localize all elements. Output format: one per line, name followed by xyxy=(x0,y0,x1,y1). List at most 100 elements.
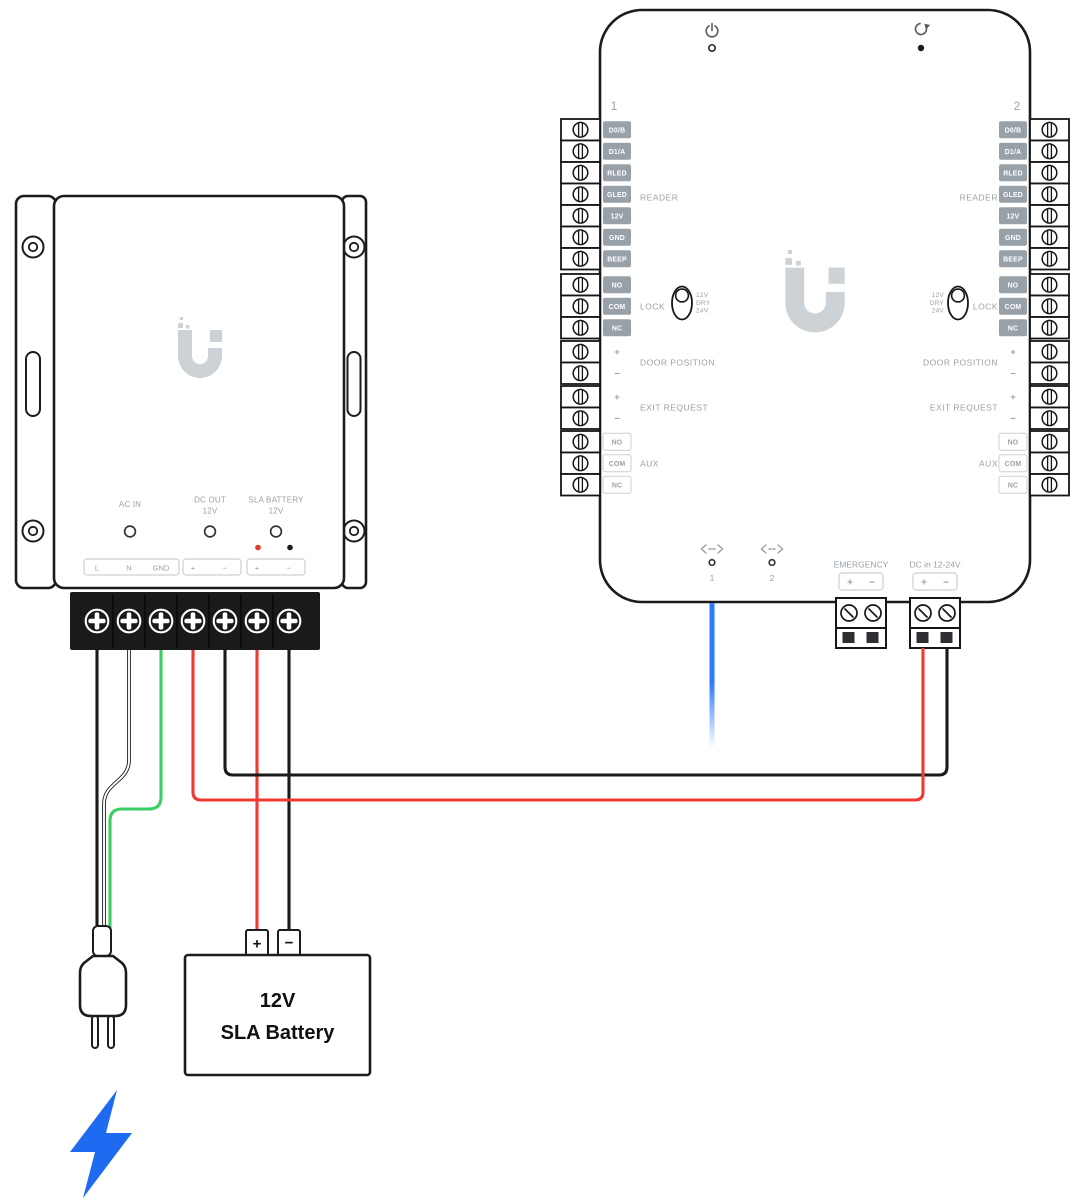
terminal-cell xyxy=(560,247,601,271)
pin-chip-label: GLED xyxy=(607,192,627,199)
terminal-label-dc-plus: + xyxy=(191,564,196,573)
emergency-polarity-box xyxy=(838,572,884,591)
plug-body xyxy=(78,954,128,1018)
pin-chip-label: NC xyxy=(612,483,622,490)
pin-chip-label: GND xyxy=(609,235,625,242)
pin-chip-label: NO xyxy=(612,440,623,447)
dc-in-label: DC in 12-24V xyxy=(909,560,960,570)
pin-chip-label: 12V xyxy=(1007,214,1020,221)
pin-chip-label: COM xyxy=(609,461,626,468)
screw-terminal xyxy=(276,608,302,634)
aux-label-left: AUX xyxy=(640,459,659,469)
battery-terminal-minus-label: − xyxy=(285,935,294,952)
bracket-screw xyxy=(342,519,366,543)
pin-chip-label: D1/A xyxy=(609,149,626,156)
lock-label-left: LOCK xyxy=(640,302,665,312)
dc-out-indicator-label: DC OUT xyxy=(194,496,226,505)
lock-voltage-toggle-left xyxy=(671,285,693,321)
terminal-cell xyxy=(560,451,601,475)
screw-terminal xyxy=(212,608,238,634)
terminal-cell xyxy=(560,340,601,364)
battery-positive-dot xyxy=(255,544,261,551)
pin-chip-label: NC xyxy=(1008,326,1018,333)
power-icon xyxy=(705,22,719,38)
terminal-cell xyxy=(1029,451,1070,475)
screw-terminal xyxy=(244,608,270,634)
psu-terminal-block xyxy=(70,592,320,650)
channel-1-number: 1 xyxy=(710,573,715,583)
emergency-terminal-block xyxy=(835,597,887,649)
ac-in-indicator-label: AC IN xyxy=(119,500,141,509)
port-1-label: 1 xyxy=(611,99,618,113)
screw-terminal xyxy=(84,608,110,634)
terminal-cell xyxy=(1029,340,1070,364)
pin-chip-label: NO xyxy=(1008,283,1019,290)
ac-terminal-legend-box xyxy=(83,558,180,576)
dc-in-minus: − xyxy=(943,578,949,589)
wire-ground xyxy=(108,650,163,930)
bracket-screw xyxy=(342,235,366,259)
psu-body xyxy=(52,194,346,590)
channel-1-led xyxy=(708,558,716,567)
lock-voltage-dry: DRY xyxy=(696,300,711,307)
lock-voltage-toggle-right xyxy=(947,285,969,321)
pin-minus: − xyxy=(614,414,620,425)
terminal-cell xyxy=(560,473,601,497)
pin-plus: + xyxy=(614,347,620,358)
lock-voltage-12v: 12V xyxy=(696,292,709,299)
pin-chip-label: 12V xyxy=(611,214,624,221)
terminal-cell xyxy=(1029,204,1070,228)
pin-chip-label: D1/A xyxy=(1005,149,1022,156)
reader-label-right: READER xyxy=(960,193,998,203)
sla-battery-led xyxy=(269,525,283,538)
ac-plug xyxy=(78,925,128,1049)
pin-minus: − xyxy=(1010,369,1016,380)
terminal-label-dc-minus: − xyxy=(223,564,228,573)
terminal-cell xyxy=(1029,182,1070,206)
reader-label-left: READER xyxy=(640,193,678,203)
terminal-label-n: N xyxy=(126,564,131,573)
pin-minus: − xyxy=(1010,414,1016,425)
aux-label-right: AUX xyxy=(979,459,998,469)
sla-battery: + − 12V SLA Battery xyxy=(183,929,372,1077)
pin-chips-left: D0/B D1/A RLED GLED 12V GND BEEP NO COM … xyxy=(602,121,632,494)
terminal-cell xyxy=(1029,118,1070,142)
wire-dc-positive xyxy=(191,648,925,802)
dc-in-plus: + xyxy=(921,578,927,589)
pin-plus: + xyxy=(614,392,620,403)
terminal-cell xyxy=(560,118,601,142)
terminal-cell xyxy=(560,161,601,185)
pin-chip-label: D0/B xyxy=(1005,128,1022,135)
terminal-cell xyxy=(1029,273,1070,297)
terminal-cell xyxy=(1029,316,1070,340)
terminal-strip-left xyxy=(560,118,601,497)
terminal-cell xyxy=(1029,247,1070,271)
sla-battery-voltage-label: 12V xyxy=(269,507,284,516)
emergency-plus: + xyxy=(847,578,853,589)
terminal-cell xyxy=(560,182,601,206)
battery-terminal-legend-box xyxy=(246,558,306,576)
pin-chip-label: NO xyxy=(612,283,623,290)
pin-chip-label: GND xyxy=(1005,235,1021,242)
terminal-cell xyxy=(1029,225,1070,249)
terminal-cell xyxy=(560,204,601,228)
bracket-slot xyxy=(346,351,362,417)
reset-led xyxy=(917,44,925,52)
terminal-cell xyxy=(560,273,601,297)
terminal-cell xyxy=(560,316,601,340)
pin-chip-label: NC xyxy=(612,326,622,333)
channel-2-led xyxy=(768,558,776,567)
ac-in-led xyxy=(123,525,137,538)
wire-ac-neutral xyxy=(103,650,130,930)
terminal-cell xyxy=(1029,139,1070,163)
door-sensor-icon-2 xyxy=(760,544,784,554)
reset-icon xyxy=(914,22,931,36)
door-sensor-icon-1 xyxy=(700,544,724,554)
pin-plus: + xyxy=(1010,347,1016,358)
terminal-cell xyxy=(560,361,601,385)
dc-in-polarity-box xyxy=(912,572,958,591)
pin-chip-label: RLED xyxy=(607,171,627,178)
access-controller: 1 2 xyxy=(560,8,1070,649)
battery-body xyxy=(183,953,372,1077)
